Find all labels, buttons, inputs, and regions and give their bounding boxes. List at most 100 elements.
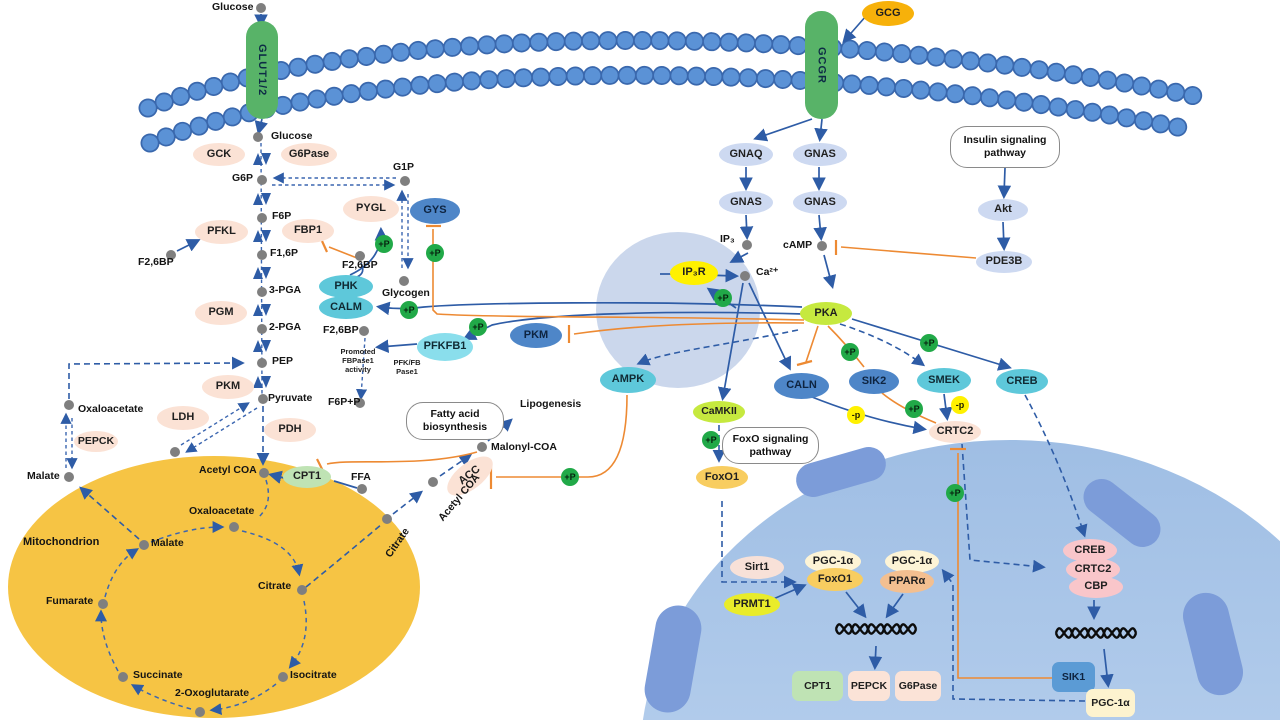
- label-isocitrate: Isocitrate: [290, 669, 337, 681]
- node-crtc2-cytosol: CRTC2: [929, 421, 981, 443]
- node-pfkfb1: PFKFB1: [417, 333, 473, 361]
- label-g1p: G1P: [393, 161, 415, 173]
- note-pfk-fbpase1: PFK/FB Pase1: [393, 358, 421, 376]
- minus-p-badge: -p: [847, 406, 865, 424]
- label-3pga: 3-PGA: [269, 284, 302, 296]
- label-ip3: IP₃: [720, 233, 735, 245]
- mitochondrion-shape: [8, 456, 420, 718]
- label-malate-out: Malate: [27, 470, 60, 482]
- node-cbp-nucleus: CBP: [1069, 576, 1123, 598]
- insulin-pathway-box: Insulin signaling pathway: [950, 126, 1060, 168]
- transporter-glut12: GLUT1/2: [246, 21, 278, 119]
- label-ffa: FFA: [351, 471, 371, 483]
- node-pka: PKA: [800, 302, 852, 325]
- label-pep: PEP: [272, 355, 294, 367]
- plus-p-badge: +P: [400, 301, 418, 319]
- label-citrate-mito: Citrate: [258, 580, 292, 592]
- node-crtc2-nucleus: CRTC2: [1066, 558, 1120, 581]
- label-f16p: F1,6P: [270, 247, 299, 259]
- gene-g6pase: G6Pase: [895, 671, 941, 701]
- node-pde3b: PDE3B: [976, 251, 1032, 273]
- node-g6pase: G6Pase: [281, 143, 337, 166]
- plus-p-badge: +P: [426, 244, 444, 262]
- node-prmt1: PRMT1: [724, 593, 780, 616]
- minus-p-badge: -p: [951, 396, 969, 414]
- note-promoted-fbpase1: Promoted FBPase1 activity: [340, 347, 376, 374]
- node-fbp1: FBP1: [282, 219, 334, 243]
- label-malonyl-coa: Malonyl-COA: [491, 441, 557, 453]
- node-caln: CALN: [774, 373, 829, 399]
- label-2-oxoglutarate: 2-Oxoglutarate: [175, 687, 250, 699]
- plus-p-badge: +P: [469, 318, 487, 336]
- plus-p-badge: +P: [561, 468, 579, 486]
- label-malate-mito: Malate: [151, 537, 184, 549]
- label-camp: cAMP: [783, 239, 813, 251]
- node-pgc1a-ppara: PGC-1α: [885, 550, 939, 573]
- node-ldh: LDH: [157, 406, 209, 430]
- label-acetyl-coa-mito: Acetyl COA: [199, 464, 257, 476]
- node-gnas: GNAS: [793, 143, 847, 166]
- dashed-arrows: [60, 142, 1088, 702]
- label-glucose-out: Glucose: [212, 1, 254, 13]
- node-ppara: PPARα: [880, 570, 934, 593]
- label-lipogenesis: Lipogenesis: [520, 398, 582, 410]
- node-creb-cytosol: CREB: [996, 369, 1048, 394]
- label-ca2: Ca²⁺: [756, 266, 779, 278]
- metabolite-dots: [64, 3, 827, 717]
- label-f26bp-phk: F2,6BP: [323, 324, 359, 336]
- node-pepck: PEPCK: [74, 431, 118, 452]
- label-2pga: 2-PGA: [269, 321, 302, 333]
- node-smek: SMEK: [917, 368, 971, 393]
- label-f26bp-left: F2,6BP: [138, 256, 174, 268]
- foxo-pathway-box: FoxO signaling pathway: [722, 427, 819, 464]
- node-gnas: GNAS: [793, 191, 847, 214]
- node-creb-nucleus: CREB: [1063, 539, 1117, 562]
- plus-p-badge: +P: [920, 334, 938, 352]
- node-pkm-mid: PKM: [510, 323, 562, 348]
- node-pgc1a-product: PGC-1α: [1086, 689, 1135, 717]
- node-gys: GYS: [410, 198, 460, 224]
- label-g6p: G6P: [232, 172, 254, 184]
- node-cpt1-cytosol: CPT1: [283, 466, 331, 488]
- label-pyruvate: Pyruvate: [268, 392, 313, 404]
- node-gcg: GCG: [862, 1, 914, 26]
- fatty-acid-box: Fatty acid biosynthesis: [406, 402, 504, 440]
- inhibition-lines: [316, 224, 1052, 679]
- node-pfkl: PFKL: [195, 220, 248, 244]
- label-f6pp: F6P+P: [328, 396, 361, 408]
- node-ip3r: IP₃R: [670, 261, 718, 285]
- node-sirt1: Sirt1: [730, 556, 784, 579]
- label-glycogen: Glycogen: [382, 287, 430, 299]
- node-pgm: PGM: [195, 301, 247, 325]
- gene-pepck: PEPCK: [848, 671, 890, 701]
- label-f26bp-mid: F2,6BP: [342, 259, 378, 271]
- node-sik1: SIK1: [1052, 662, 1095, 692]
- gene-cpt1: CPT1: [792, 671, 843, 701]
- label-succinate: Succinate: [133, 669, 183, 681]
- plus-p-badge: +P: [905, 400, 923, 418]
- node-foxo1-cytosol: FoxO1: [696, 466, 748, 489]
- node-akt: Akt: [978, 199, 1028, 221]
- plus-p-badge: +P: [841, 343, 859, 361]
- node-foxo1-nucleus: FoxO1: [807, 568, 863, 591]
- label-oxaloacetate-mito: Oxaloacetate: [189, 505, 255, 517]
- node-pdh: PDH: [264, 418, 316, 442]
- plus-p-badge: +P: [702, 431, 720, 449]
- node-phk: PHK: [319, 275, 373, 298]
- plus-p-badge: +P: [714, 289, 732, 307]
- node-ampk: AMPK: [600, 367, 656, 393]
- label-glucose-in: Glucose: [271, 130, 313, 142]
- node-pkm-left: PKM: [202, 375, 254, 399]
- label-f6p: F6P: [272, 210, 292, 222]
- node-calm: CALM: [319, 296, 373, 319]
- node-sik2: SIK2: [849, 369, 899, 394]
- node-pygl: PYGL: [343, 196, 399, 222]
- dna-icon: [834, 623, 1138, 639]
- label-oxaloacetate-out2: Oxaloacetate: [78, 403, 144, 415]
- plus-p-badge: +P: [946, 484, 964, 502]
- transporter-gcgr: GCGR: [805, 11, 838, 119]
- node-pgc1a-foxo1: PGC-1α: [805, 550, 861, 573]
- node-gnas: GNAS: [719, 191, 773, 214]
